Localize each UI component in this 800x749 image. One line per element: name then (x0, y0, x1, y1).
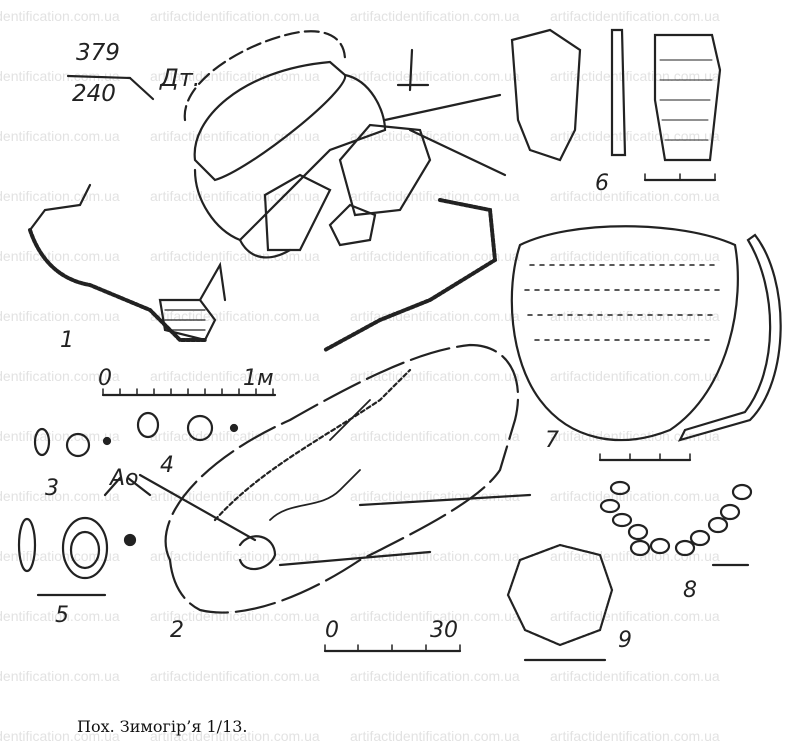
scale-1-end: 1м (243, 366, 274, 391)
figure-2-number: 2 (170, 618, 184, 643)
figure-6-number: 6 (595, 171, 609, 196)
depth-bottom-label: 240 (72, 81, 116, 107)
figure-1-grave-plan (28, 30, 507, 397)
figures-3-5-ornaments (17, 411, 257, 597)
figure-3-number: 3 (45, 476, 59, 501)
dt-label: Дт. (160, 64, 201, 92)
figure-5-number: 5 (55, 603, 69, 628)
scale-1-zero: 0 (98, 366, 112, 391)
ao-label: Ao (110, 466, 139, 491)
depth-top-label: 379 (76, 40, 120, 66)
figure-7-number: 7 (545, 428, 559, 453)
figure-9-stone-disc (506, 543, 614, 662)
figure-4-number: 4 (160, 453, 174, 478)
figure-1-number: 1 (60, 328, 74, 353)
scale-2-end: 30 (430, 618, 458, 643)
figure-6-flint-blade (510, 28, 722, 182)
figure-caption: Пох. Зимогір’я 1/13. (77, 717, 248, 736)
figure-8-number: 8 (683, 578, 697, 603)
figure-9-number: 9 (618, 628, 632, 653)
figure-8-beads (599, 480, 753, 567)
scale-2-zero: 0 (325, 618, 339, 643)
figure-2-burial-plan (164, 343, 532, 653)
figure-7-pot (510, 225, 782, 462)
